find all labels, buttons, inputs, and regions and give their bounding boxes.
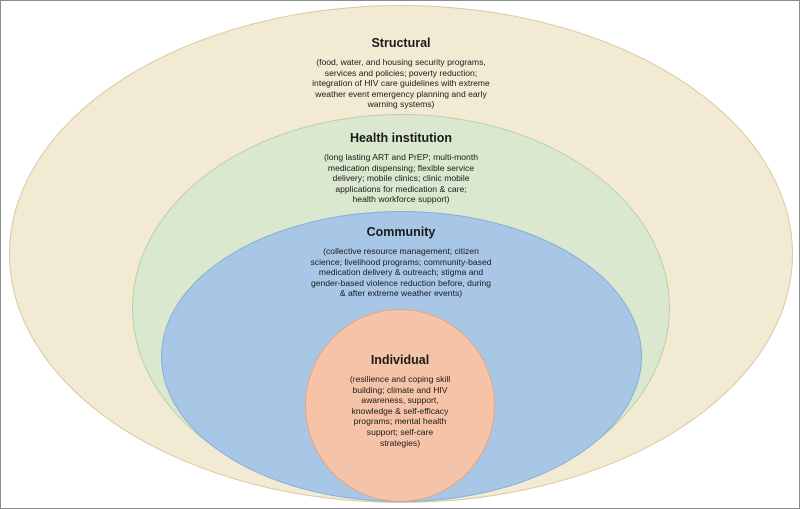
structural-description: (food, water, and housing security progr… [312,57,490,110]
community-title: Community [366,225,436,239]
individual-layer-circle [305,309,495,502]
individual-title: Individual [370,353,430,367]
health-institution-description: (long lasting ART and PrEP; multi-month … [324,152,478,205]
structural-text-block: Structural (food, water, and housing sec… [291,35,511,110]
community-description: (collective resource management; citizen… [310,246,492,299]
structural-title: Structural [371,36,431,50]
health-institution-title: Health institution [349,131,453,145]
individual-description: (resilience and coping skill building; c… [349,374,451,448]
community-text-block: Community (collective resource managemen… [301,224,501,299]
individual-text-block: Individual (resilience and coping skill … [335,352,465,448]
health-institution-text-block: Health institution (long lasting ART and… [301,130,501,205]
